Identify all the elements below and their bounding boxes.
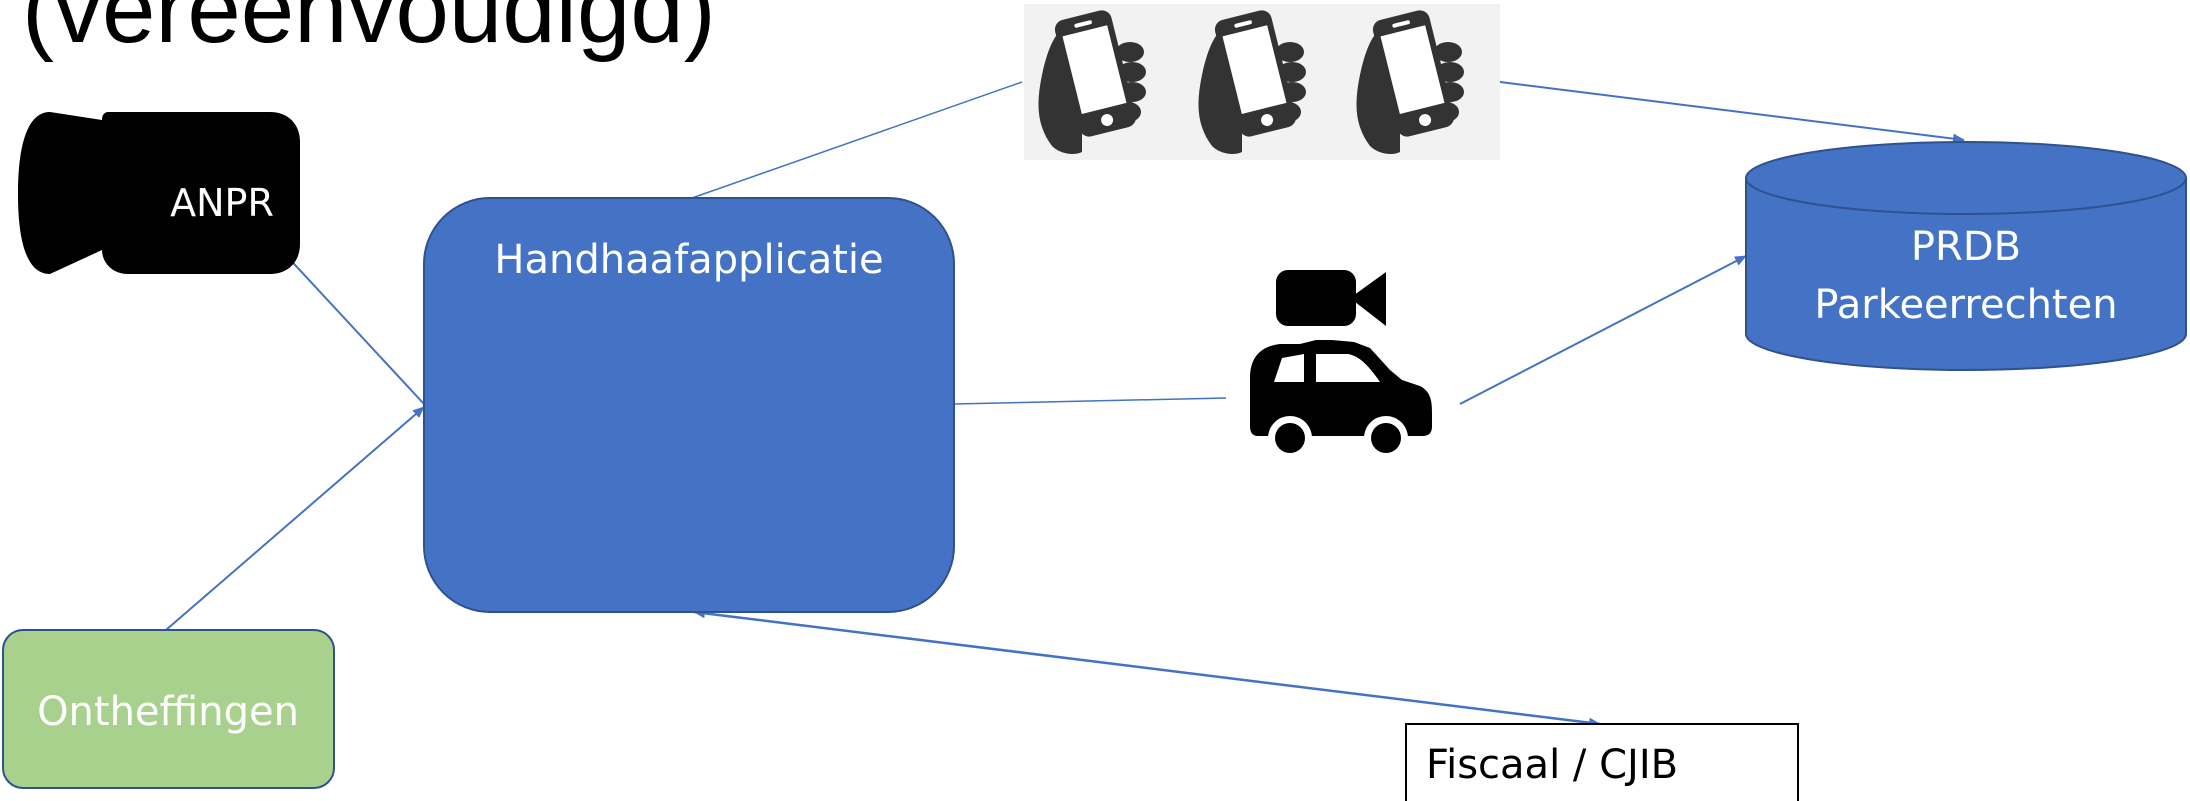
connector-handhaaf-fiscaal bbox=[693, 608, 1601, 728]
phones-group bbox=[1024, 4, 1500, 160]
diagram-title: (vereenvoudigd) bbox=[22, 0, 716, 63]
prdb-label-line1: PRDB bbox=[1911, 224, 2021, 270]
handhaaf-node: Handhaafapplicatie bbox=[423, 197, 955, 613]
anpr-label: ANPR bbox=[170, 181, 274, 225]
connectors bbox=[165, 81, 1965, 728]
connector-phones-prdb bbox=[1499, 81, 1965, 144]
scan-car-icon bbox=[1250, 270, 1432, 460]
connector-scancar-prdb bbox=[1459, 255, 1747, 405]
fiscaal-node: Fiscaal / CJIB bbox=[1405, 723, 1799, 801]
handhaaf-box bbox=[423, 197, 955, 613]
fiscaal-label: Fiscaal / CJIB bbox=[1426, 742, 1678, 788]
ontheffingen-box bbox=[2, 629, 335, 789]
video-camera-icon bbox=[18, 112, 300, 274]
prdb-label-line2: Parkeerrechten bbox=[1814, 282, 2117, 328]
connector-handhaaf-phones bbox=[691, 81, 1023, 199]
anpr-camera-node: ANPR bbox=[18, 112, 300, 274]
database-cylinder-icon bbox=[1745, 141, 2187, 371]
fiscaal-box bbox=[1405, 723, 1799, 801]
prdb-node: PRDB Parkeerrechten bbox=[1745, 141, 2187, 371]
ontheffingen-node: Ontheffingen bbox=[2, 629, 335, 789]
ontheffingen-label: Ontheffingen bbox=[37, 689, 299, 735]
connector-handhaaf-scancar bbox=[953, 397, 1227, 405]
connector-ontheffingen-handhaaf bbox=[165, 406, 425, 631]
handhaaf-label: Handhaafapplicatie bbox=[494, 237, 883, 283]
